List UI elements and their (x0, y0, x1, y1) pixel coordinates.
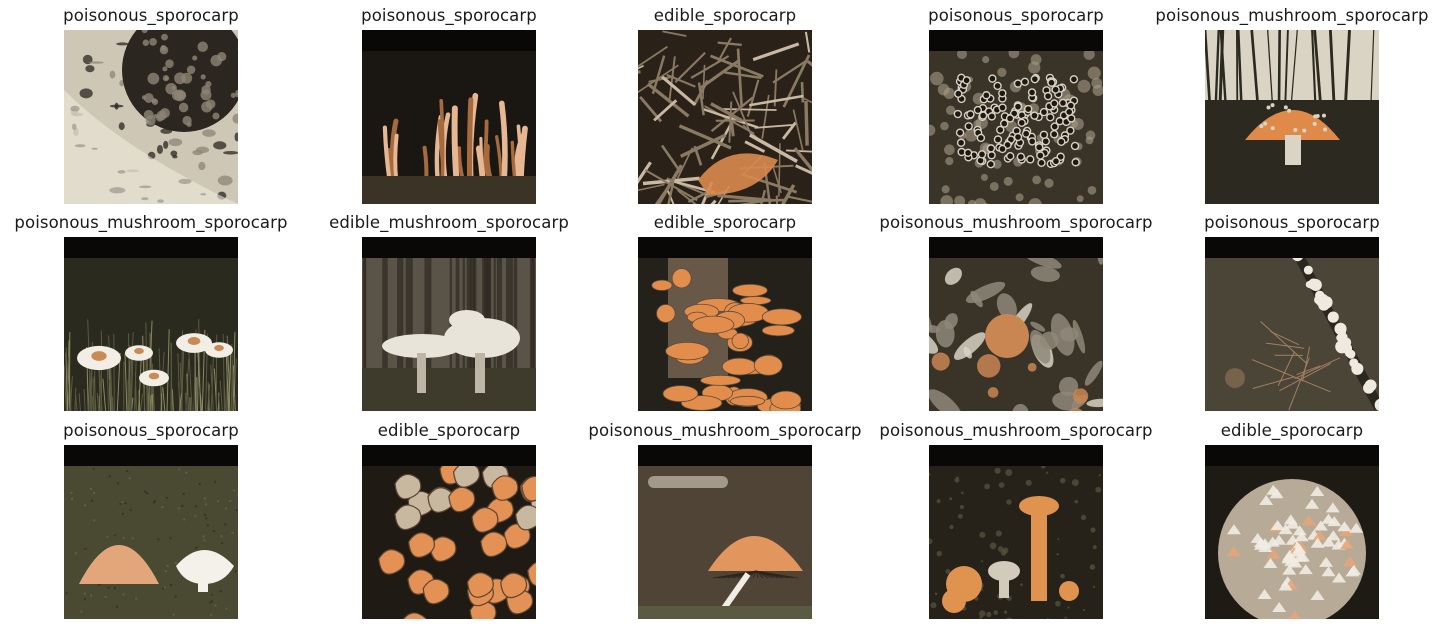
panel-title: poisonous_mushroom_sporocarp (588, 421, 862, 440)
panel-title: edible_sporocarp (653, 6, 797, 25)
photo-content (638, 237, 812, 411)
sporocarp-photo (929, 445, 1103, 619)
photo-content (1205, 237, 1379, 411)
photo-content (362, 445, 536, 619)
photo-content (1205, 445, 1379, 619)
panel-title: poisonous_sporocarp (361, 6, 537, 25)
panel-title: edible_sporocarp (653, 213, 797, 232)
sporocarp-photo (929, 30, 1103, 204)
panel-title: edible_mushroom_sporocarp (329, 213, 569, 232)
panel-title: poisonous_sporocarp (1204, 213, 1380, 232)
photo-content (64, 237, 238, 411)
panel-title: poisonous_sporocarp (928, 6, 1104, 25)
sporocarp-photo (638, 30, 812, 204)
sporocarp-photo (64, 30, 238, 204)
sporocarp-photo (362, 445, 536, 619)
panel-title: edible_sporocarp (1220, 421, 1364, 440)
panel-title: poisonous_mushroom_sporocarp (879, 421, 1153, 440)
photo-content (638, 30, 812, 204)
sporocarp-photo (1205, 237, 1379, 411)
sporocarp-photo (929, 237, 1103, 411)
sporocarp-photo (1205, 30, 1379, 204)
panel-title: poisonous_sporocarp (63, 421, 239, 440)
sporocarp-photo (362, 237, 536, 411)
sporocarp-photo (638, 237, 812, 411)
photo-content (64, 445, 238, 619)
photo-content (362, 237, 536, 411)
photo-content (362, 30, 536, 204)
panel-title: poisonous_mushroom_sporocarp (879, 213, 1153, 232)
panel-title: edible_sporocarp (377, 421, 521, 440)
panel-title: poisonous_mushroom_sporocarp (14, 213, 288, 232)
sporocarp-photo (638, 445, 812, 619)
sporocarp-photo (64, 445, 238, 619)
panel-title: poisonous_sporocarp (63, 6, 239, 25)
sporocarp-photo (64, 237, 238, 411)
photo-content (1205, 30, 1379, 204)
sporocarp-photo (1205, 445, 1379, 619)
photo-content (929, 237, 1103, 411)
photo-content (929, 30, 1103, 204)
photo-content (929, 445, 1103, 619)
photo-content (64, 30, 238, 204)
panel-title: poisonous_mushroom_sporocarp (1155, 6, 1429, 25)
photo-content (638, 445, 812, 619)
sporocarp-photo (362, 30, 536, 204)
